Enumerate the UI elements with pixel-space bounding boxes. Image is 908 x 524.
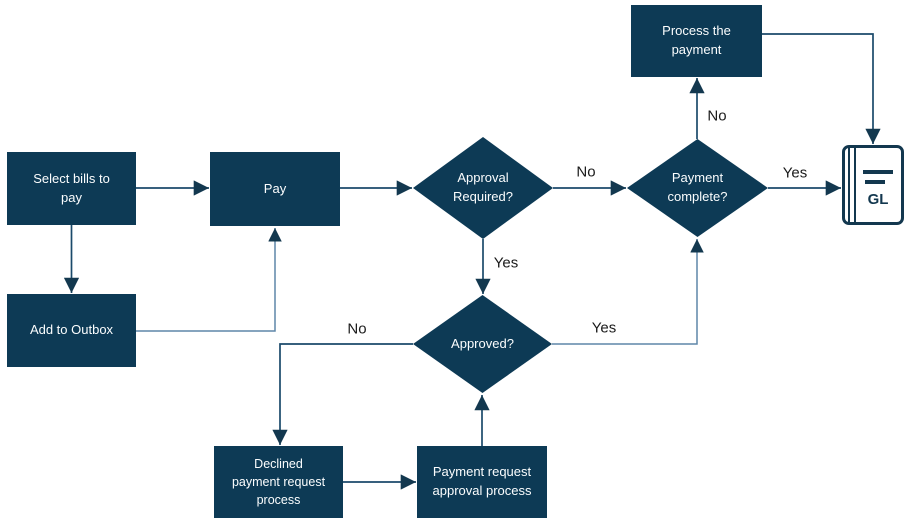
edge-label-payment-complete-no: No (707, 107, 727, 125)
ledger-line-long (863, 170, 893, 174)
node-declined-payment-request-process: Declined payment request process (214, 446, 343, 518)
decision-approved: Approved? (413, 295, 552, 393)
ledger-spine (848, 148, 856, 222)
node-label: Pay (263, 180, 287, 196)
edge-label-approval-required-yes: Yes (493, 254, 519, 272)
edge-label-approval-required-no: No (576, 163, 596, 181)
gl-ledger-icon: GL (842, 145, 904, 225)
node-label: Payment request approval process (432, 464, 532, 498)
node-label: Payment complete? (667, 170, 728, 204)
node-pay: Pay (210, 152, 340, 226)
connector-process-payment-to-gl (762, 33, 881, 144)
node-label: Add to Outbox (29, 322, 114, 338)
edge-label-approved-yes: Yes (591, 319, 617, 337)
node-payment-request-approval-process: Payment request approval process (417, 446, 547, 518)
decision-approval-required: Approval Required? (413, 137, 553, 239)
node-label: Approved? (451, 335, 514, 351)
node-process-the-payment: Process the payment (631, 5, 762, 77)
connector-approved-no-to-declined-process (272, 343, 413, 445)
edge-label-payment-complete-yes: Yes (782, 164, 808, 182)
edge-label-approved-no: No (347, 320, 367, 338)
node-label: Process the payment (662, 23, 731, 57)
node-add-to-outbox: Add to Outbox (7, 294, 136, 367)
node-label: Select bills to pay (33, 170, 110, 205)
gl-label: GL (867, 191, 889, 208)
connector-approved-yes-to-payment-complete (552, 239, 704, 345)
node-label: Declined payment request process (231, 456, 326, 508)
node-label: Approval Required? (453, 170, 513, 204)
decision-payment-complete: Payment complete? (627, 139, 768, 237)
node-select-bills-to-pay: Select bills to pay (7, 152, 136, 225)
connector-outbox-to-pay (136, 228, 282, 332)
ledger-line-short (865, 180, 885, 184)
